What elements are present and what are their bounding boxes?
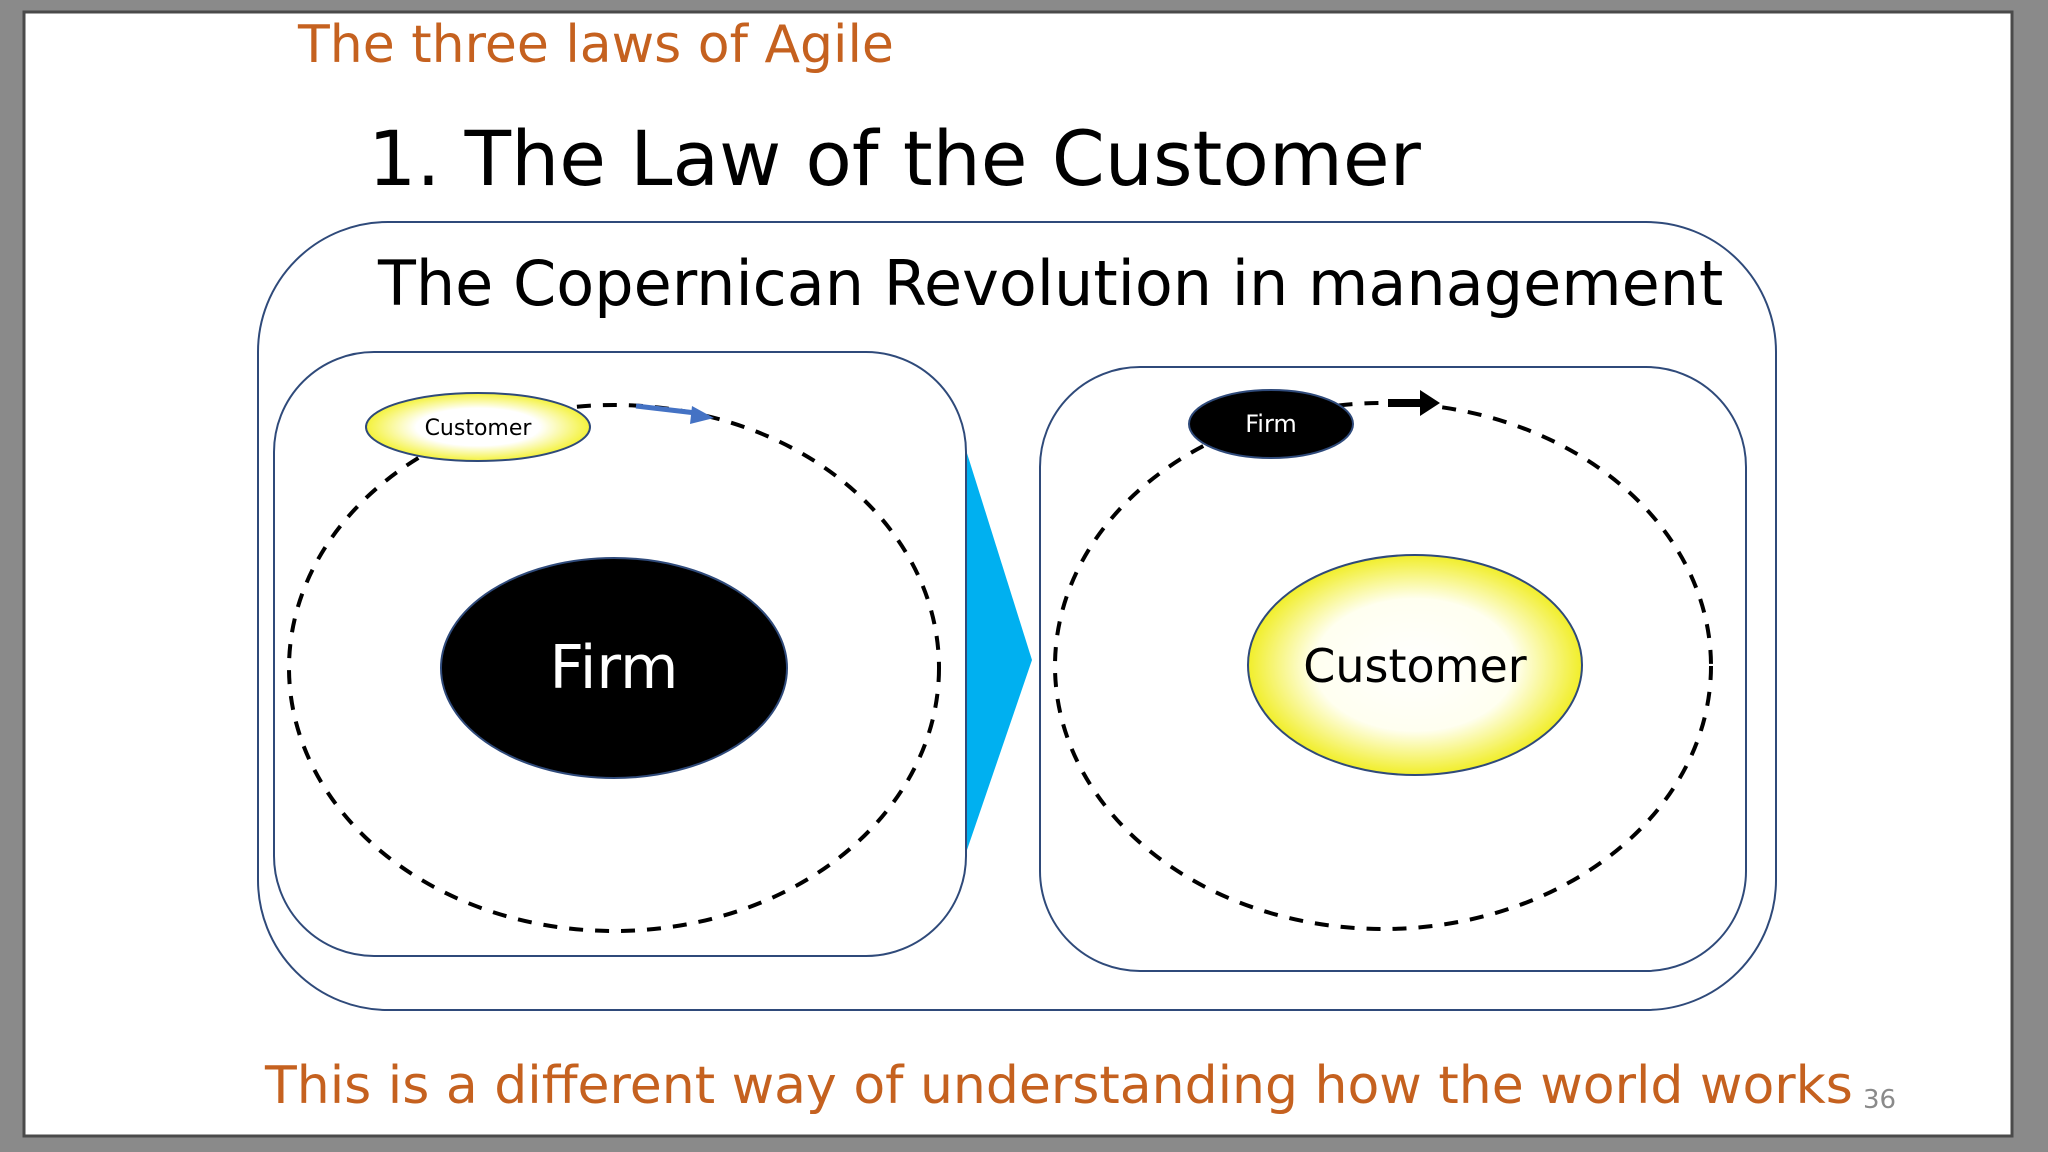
transition-arrow (955, 415, 1032, 885)
firm-center-before-label: Firm (550, 633, 679, 703)
firm-orbiting-after-label: Firm (1245, 410, 1297, 438)
slide-title: 1. The Law of the Customer (368, 114, 1422, 203)
slide-footer: This is a different way of understanding… (264, 1056, 1853, 1116)
customer-orbiting-before-label: Customer (425, 416, 533, 441)
panel-before: Firm Customer (273, 351, 967, 957)
orbit-arrow-before (635, 403, 697, 416)
outer-frame (257, 221, 1777, 1011)
firm-orbiting-after (1188, 389, 1354, 459)
panel-after: Customer Firm (1039, 366, 1747, 972)
diagram-heading: The Copernican Revolution in management (377, 247, 1723, 320)
orbit-arrowhead-before (690, 406, 714, 424)
firm-center-before (440, 557, 788, 779)
orbit-before (287, 403, 941, 933)
slide-subtitle: The three laws of Agile (297, 15, 894, 75)
customer-center-after (1247, 554, 1583, 776)
page-number: 36 (1863, 1085, 1896, 1115)
customer-center-after-label: Customer (1303, 639, 1527, 693)
orbit-arrowhead-after (1420, 390, 1440, 416)
customer-orbiting-before (365, 392, 591, 462)
orbit-after (1053, 401, 1713, 931)
